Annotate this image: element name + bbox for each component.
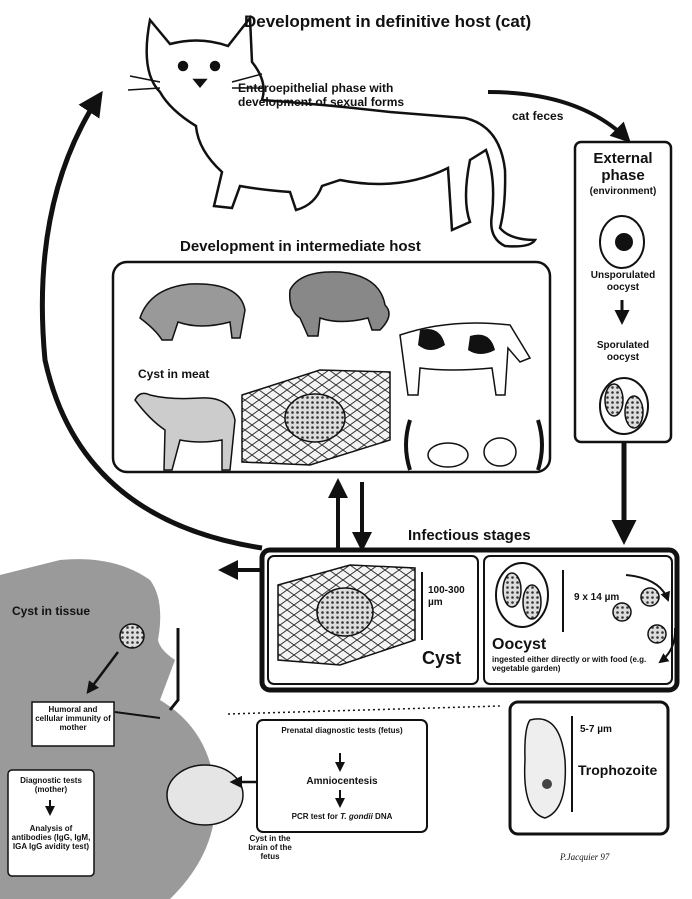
fetus-illustration	[167, 765, 243, 825]
cyst-label: Cyst	[422, 648, 461, 669]
enteroepithelial-phase-label: Enteroepithelial phase with development …	[238, 82, 448, 110]
definitive-host-title: Development in definitive host (cat)	[244, 12, 531, 32]
dotted-connector	[228, 706, 500, 714]
rabbit-illustration	[428, 443, 468, 467]
tissue-cyst-icon	[120, 624, 144, 648]
intermediate-host-title: Development in intermediate host	[180, 238, 421, 255]
unsporulated-oocyst-label: Unsporulated oocyst	[580, 270, 666, 293]
pcr-test-label: PCR test for T. gondii DNA	[262, 812, 422, 821]
sporulated-oocyst-label: Sporulated oocyst	[580, 340, 666, 363]
cyst-in-tissue-label: Cyst in tissue	[12, 605, 90, 619]
cat-feces-label: cat feces	[512, 110, 563, 124]
cyst-in-meat-label: Cyst in meat	[138, 368, 209, 382]
maternal-analysis-label: Analysis of antibodies (IgG, IgM, IGA Ig…	[10, 824, 92, 852]
oocyst-size-label: 9 x 14 µm	[574, 592, 619, 604]
author-credit: P.Jacquier 97	[560, 852, 609, 862]
prenatal-tests-title: Prenatal diagnostic tests (fetus)	[262, 726, 422, 735]
oocyst-label: Oocyst	[492, 636, 546, 654]
cyst-size-label: 100-300 µm	[428, 585, 472, 608]
chicken-illustration	[484, 438, 516, 466]
amniocentesis-label: Amniocentesis	[262, 776, 422, 788]
immunity-label: Humoral and cellular immunity of mother	[34, 705, 112, 733]
maternal-tests-title: Diagnostic tests (mother)	[10, 776, 92, 794]
trophozoite-icon	[525, 719, 566, 818]
infectious-stages-title: Infectious stages	[408, 527, 531, 544]
external-phase-title: External phase	[577, 150, 669, 185]
oocyst-note: ingested either directly or with food (e…	[492, 655, 662, 673]
trophozoite-label: Trophozoite	[578, 762, 657, 778]
cat-illustration	[128, 18, 535, 246]
cyst-brain-fetus-label: Cyst in the brain of the fetus	[240, 834, 300, 862]
external-phase-subtitle: (environment)	[577, 186, 669, 198]
trophozoite-size-label: 5-7 µm	[580, 724, 612, 736]
